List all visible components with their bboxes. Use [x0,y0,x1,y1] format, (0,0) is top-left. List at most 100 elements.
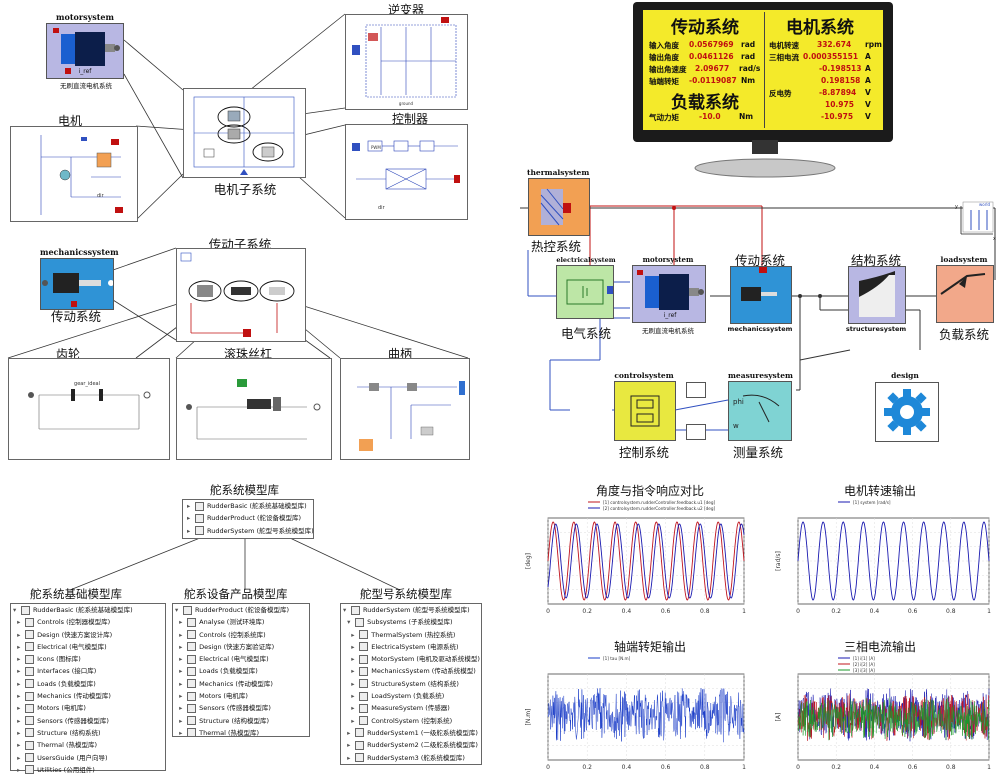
library-product-item[interactable]: ▸Structure (结构模型库) [179,716,270,726]
inverter-ground-label: ground [399,101,414,106]
measuresystem-block[interactable]: phi w [728,381,792,441]
library-system-item[interactable]: ▸ElectricalSystem (电源系统) [351,642,459,652]
motorsystem-diagram-label: motorsystem [642,255,694,264]
mon-left-value-3: -0.0119087 [689,76,737,85]
library-basic-item[interactable]: ▸UsersGuide (用户向导) [17,753,108,763]
world-axes-icon[interactable]: y x world [955,198,997,242]
library-system-item[interactable]: ▸LoadSystem (负载系统) [351,691,445,701]
measure-w-label: w [733,422,739,430]
library-basic-item[interactable]: ▸Mechanics (传动模型库) [17,691,111,701]
loadsystem-block[interactable] [936,265,994,323]
motor-diagram[interactable]: dir [10,126,138,222]
library-basic-root[interactable]: ▾RudderBasic (舵系统基础模型库) [13,605,133,615]
package-icon [195,526,204,536]
library-product-item[interactable]: ▸Motors (电机库) [179,691,248,701]
battery-icon [566,279,613,305]
library-system-item[interactable]: ▸MeasureSystem (传感器) [351,703,450,713]
library-root-item[interactable]: ▸RudderProduct (舵设备模型库) [187,513,302,523]
motorsystem-block[interactable] [632,265,706,323]
library-basic-item[interactable]: ▸Interfaces (接口库) [17,666,97,676]
structuresystem-block[interactable] [848,266,906,324]
library-product-item[interactable]: ▸Thermal (热模型库) [179,728,260,738]
library-product-item[interactable]: ▸Mechanics (传动模型库) [179,679,273,689]
library-product-item[interactable]: ▸Loads (负载模型库) [179,666,258,676]
library-system-item[interactable]: ▸ThermalSystem (热控系统) [351,630,456,640]
library-product-root[interactable]: ▾RudderProduct (舵设备模型库) [175,605,290,615]
library-basic-item[interactable]: ▸Sensors (传感器模型库) [17,716,109,726]
library-basic-item[interactable]: ▸Controls (控制器模型库) [17,617,111,627]
library-basic-item[interactable]: ▸Loads (负载模型库) [17,679,96,689]
x-tick-label: 0.4 [870,764,880,771]
library-system-item[interactable]: ▸MechanicsSystem (传动系统模型) [351,666,476,676]
library-basic-item[interactable]: ▸Utilities (公用组件) [17,765,95,775]
x-tick-label: 0.6 [908,764,918,771]
loadsystem-label: loadsystem [940,255,988,264]
control-aux-block-1[interactable] [686,382,706,398]
series-line [547,523,745,599]
library-basic-item[interactable]: ▸Design (快速方案设计库) [17,630,113,640]
library-system-item[interactable]: ▸ControlSystem (控制系统) [351,716,453,726]
mon-left-unit-1: rad [741,52,756,61]
x-tick-label: 0 [546,608,550,615]
x-tick-label: 0.2 [582,608,592,615]
library-basic-item[interactable]: ▸Structure (结构系统) [17,728,101,738]
x-tick-label: 0.6 [908,608,918,615]
controller-diagram[interactable]: PWM dir [345,124,468,220]
library-basic-item[interactable]: ▸Electrical (电气模型库) [17,642,107,652]
gear-shaft-icon [42,273,114,307]
package-icon [187,728,197,738]
library-system-item[interactable]: ▸RudderSystem2 (二级舵系统模型库) [347,740,478,750]
gear-diagram[interactable]: gear_ideal [8,358,170,460]
mon-load-value: -10.0 [699,112,721,121]
mon-load-unit: Nm [739,112,754,121]
mechanicssystem-icon[interactable] [40,258,114,310]
library-product-item[interactable]: ▸Analyse (测试环境库) [179,617,265,627]
design-label: design [891,371,919,380]
mon-right-value-1: 0.000355151 [803,52,859,61]
library-system-item[interactable]: ▸RudderSystem1 (一级舵系统模型库) [347,728,478,738]
library-system-item[interactable]: ▸StructureSystem (结构系统) [351,679,459,689]
controlsystem-block[interactable] [614,381,676,441]
controller-caption: 控制器 [391,112,428,126]
library-basic-item[interactable]: ▸Icons (图标库) [17,654,81,664]
motorsystem-icon[interactable] [46,23,124,79]
transmission-subsystem-diagram[interactable] [176,248,306,342]
library-system-root[interactable]: ▾RudderSystem (舵型号系统模型库) [343,605,470,615]
plot-area [797,517,990,605]
legend-entry: [2] controlsystem.rudderController.feedb… [603,506,716,511]
control-aux-block-2[interactable] [686,424,706,440]
series-line [797,697,990,741]
transmission-schematic [180,252,295,337]
measuresystem-label: measuresystem [728,371,793,380]
structuresystem-label: structuresystem [845,325,907,333]
library-system-item[interactable]: ▾Subsystems (子系统模型库) [347,617,453,627]
motorsystem-iref: i_ref [78,68,92,75]
library-root-item[interactable]: ▸RudderSystem (舵型号系统模型库) [187,526,314,536]
mon-right-unit-2: A [865,64,871,73]
package-icon [355,617,365,627]
package-icon [359,691,369,701]
series-line [797,521,990,601]
package-icon [359,703,369,713]
library-product-item[interactable]: ▸Controls (控制系统库) [179,630,266,640]
crank-diagram[interactable] [340,358,470,460]
library-root-item[interactable]: ▸RudderBasic (舵系统基础模型库) [187,501,307,511]
ballscrew-diagram[interactable] [176,358,332,460]
structure-caption: 结构系统 [850,253,901,268]
design-block[interactable] [875,382,939,442]
x-tick-label: 1 [742,764,746,771]
library-system-item[interactable]: ▸RudderSystem3 (舵系统模型库) [347,753,465,763]
electricalsystem-block[interactable] [556,265,614,319]
library-system-item[interactable]: ▸MotorSystem (电机及驱动系统模型) [351,654,480,664]
thermalsystem-block[interactable] [528,178,590,236]
inverter-diagram[interactable]: ground [345,14,468,110]
package-icon [25,642,35,652]
library-basic-item[interactable]: ▸Motors (电机库) [17,703,86,713]
motor-subsystem-diagram[interactable] [183,88,306,178]
mechanicssystem-block[interactable] [730,266,792,324]
package-icon [187,617,197,627]
library-product-item[interactable]: ▸Sensors (传感器模型库) [179,703,271,713]
library-product-item[interactable]: ▸Electrical (电气模型库) [179,654,269,664]
library-basic-item[interactable]: ▸Thermal (热模型库) [17,740,98,750]
library-product-item[interactable]: ▸Design (快速方案验证库) [179,642,275,652]
